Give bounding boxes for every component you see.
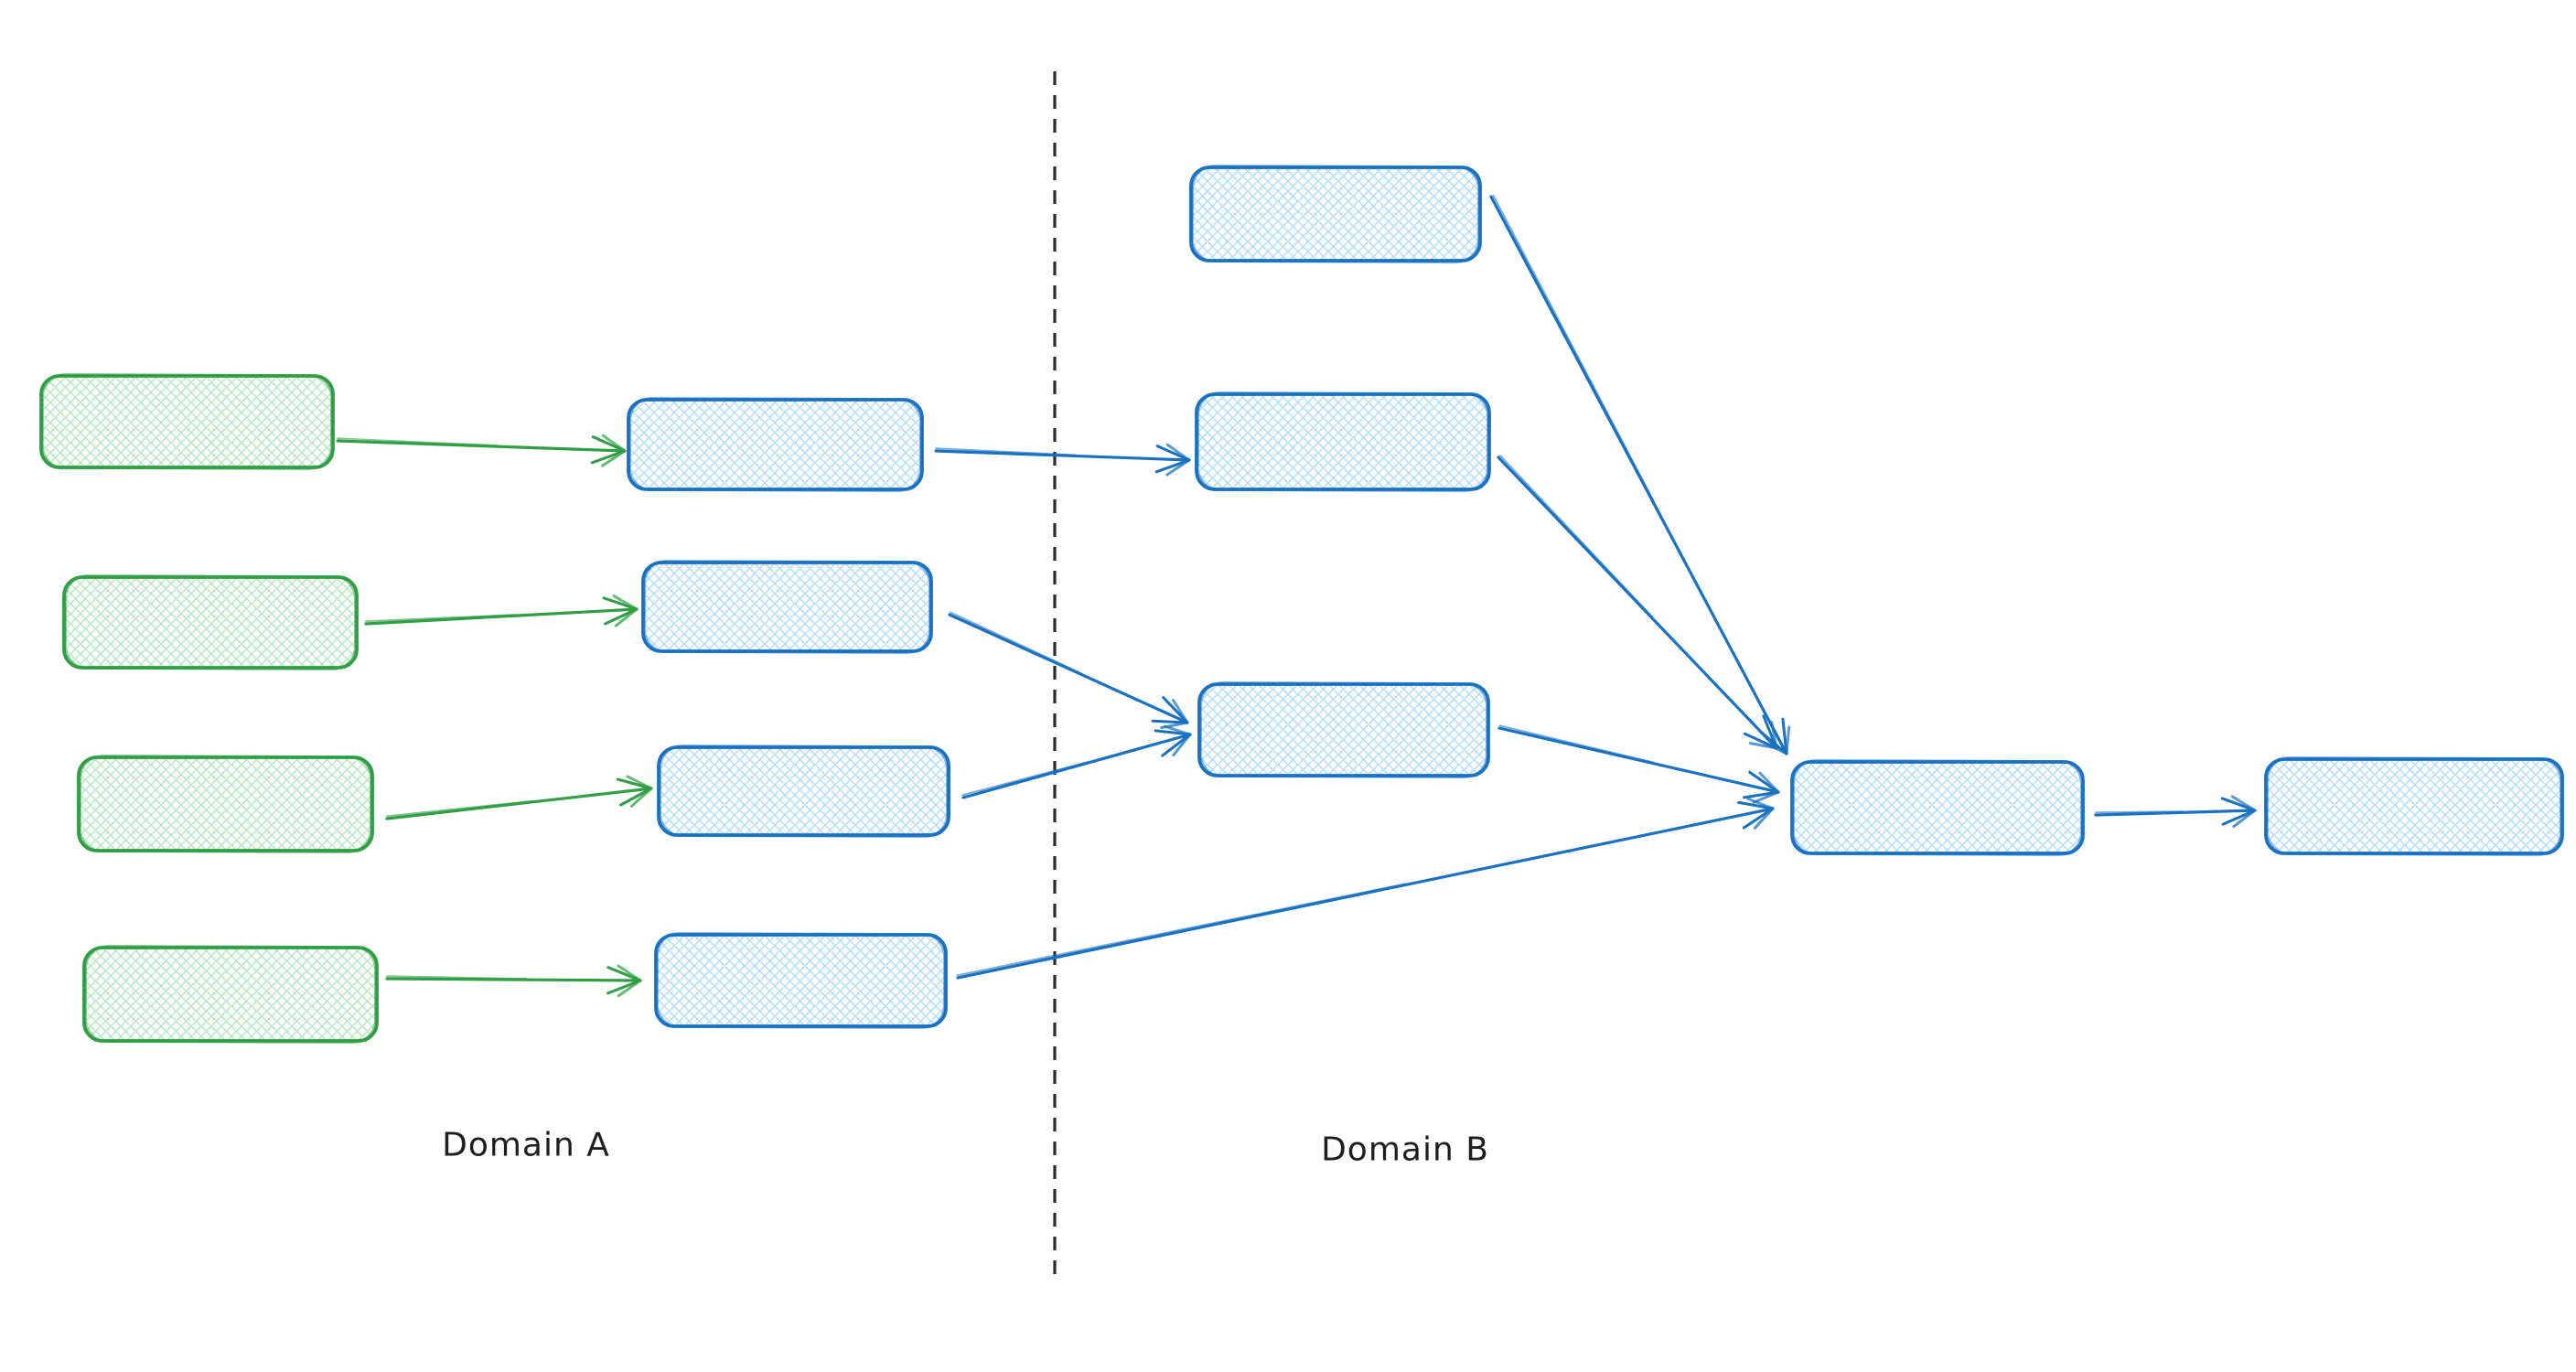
edge-tgt1-b2	[934, 443, 1191, 477]
edge-tgt4-agg	[956, 797, 1775, 980]
node-domain-b-node-3	[1197, 681, 1490, 779]
node-domain-a-source-3	[77, 754, 374, 854]
edge-b3-agg	[1497, 724, 1780, 804]
node-domain-a-source-4	[82, 944, 379, 1045]
domain-b-label: Domain B	[1321, 1131, 1489, 1169]
edges-layer	[336, 194, 2257, 998]
edge-b2-agg	[1497, 455, 1778, 750]
node-domain-a-source-2	[62, 573, 359, 671]
node-domain-b-aggregator	[1790, 758, 2085, 857]
domain-a-label: Domain A	[442, 1126, 610, 1164]
node-domain-b-node-2	[1195, 391, 1491, 493]
node-domain-a-source-1	[39, 372, 335, 471]
edge-src3-tgt3	[385, 775, 653, 820]
node-domain-a-target-2	[641, 559, 933, 655]
edge-agg-out	[2094, 795, 2257, 829]
node-domain-a-target-3	[657, 744, 950, 839]
edge-b1-agg	[1489, 194, 1791, 756]
node-domain-a-target-4	[654, 931, 948, 1030]
edge-tgt3-b3	[961, 724, 1192, 799]
node-domain-b-output	[2264, 756, 2564, 857]
edge-src4-tgt4	[385, 964, 642, 998]
node-domain-b-node-1	[1189, 164, 1482, 264]
edge-src1-tgt1	[336, 434, 627, 467]
edge-src2-tgt2	[364, 594, 639, 627]
node-domain-a-target-1	[627, 396, 924, 493]
edge-tgt2-b3	[948, 611, 1189, 730]
nodes-layer	[39, 164, 2564, 1045]
